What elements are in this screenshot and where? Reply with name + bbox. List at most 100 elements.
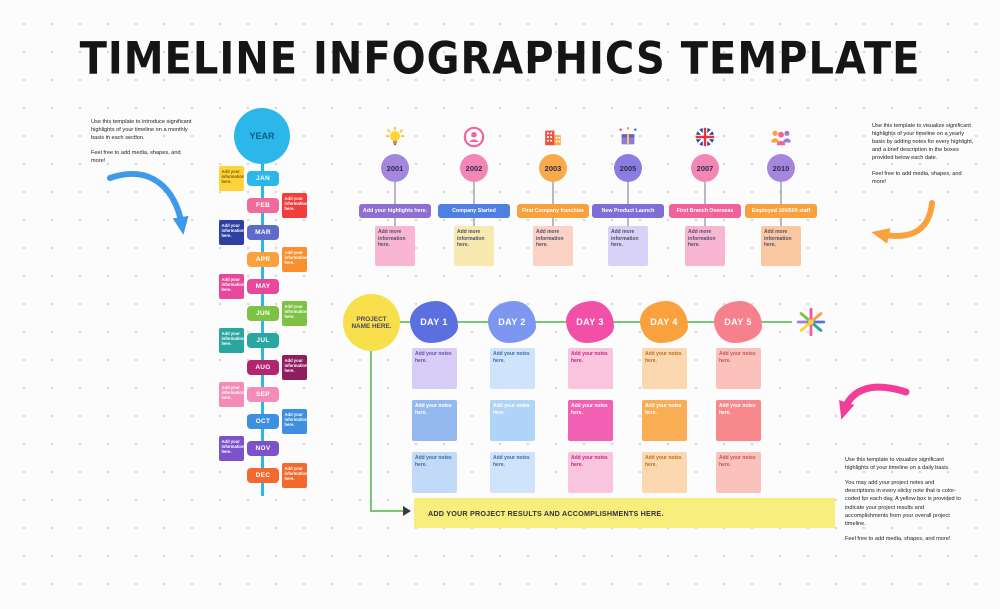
day-note[interactable]: Add your notes here. bbox=[490, 452, 535, 493]
connector-line bbox=[473, 218, 475, 226]
month-sticky-note[interactable]: Add your information here. bbox=[282, 355, 307, 380]
team-icon[interactable] bbox=[770, 126, 792, 148]
milestone-sticky-note[interactable]: Add more information here. bbox=[608, 226, 648, 266]
month-row-sep: Add your information here. SEP bbox=[0, 382, 330, 413]
results-banner[interactable]: ADD YOUR PROJECT RESULTS AND ACCOMPLISHM… bbox=[414, 498, 835, 528]
month-label-mar[interactable]: MAR bbox=[247, 225, 279, 240]
day-note[interactable]: Add your notes here. bbox=[490, 400, 535, 441]
year-circle[interactable]: YEAR bbox=[234, 108, 290, 164]
milestone-sticky-note[interactable]: Add more information here. bbox=[761, 226, 801, 266]
orange-arrow bbox=[871, 200, 935, 244]
connector-line bbox=[394, 182, 396, 204]
day-note[interactable]: Add your notes here. bbox=[642, 400, 687, 441]
day-1-label[interactable]: DAY 1 bbox=[410, 301, 458, 343]
month-label-jan[interactable]: JAN bbox=[247, 171, 279, 186]
month-label-feb[interactable]: FEB bbox=[247, 198, 279, 213]
milestone-2002: 2002 Company Started Add more informatio… bbox=[437, 126, 511, 268]
project-name-circle[interactable]: PROJECT NAME HERE. bbox=[343, 294, 400, 351]
month-sticky-note[interactable]: Add your information here. bbox=[219, 220, 244, 245]
monthly-help-text[interactable]: Use this template to introduce significa… bbox=[91, 118, 193, 173]
milestone-sticky-note[interactable]: Add more information here. bbox=[685, 226, 725, 266]
day-note[interactable]: Add your notes here. bbox=[412, 348, 457, 389]
product-launch-icon[interactable] bbox=[617, 126, 639, 148]
day-2-label[interactable]: DAY 2 bbox=[488, 301, 536, 343]
day-3-label[interactable]: DAY 3 bbox=[566, 301, 614, 343]
month-sticky-note[interactable]: Add your information here. bbox=[219, 274, 244, 299]
milestone-year[interactable]: 2007 bbox=[691, 154, 719, 182]
milestone-2010: 2010 Employed 100/500 staff Add more inf… bbox=[744, 126, 818, 268]
month-row-dec: Add your information here. DEC bbox=[0, 463, 330, 494]
firework-icon[interactable] bbox=[794, 305, 828, 339]
month-row-aug: Add your information here. AUG bbox=[0, 355, 330, 386]
daily-help-text[interactable]: Use this template to visualize significa… bbox=[845, 456, 965, 550]
daily-help-p3: Feel free to add media, shapes, and more… bbox=[845, 535, 951, 542]
day-note[interactable]: Add your notes here. bbox=[412, 452, 457, 493]
month-row-jul: Add your information here. JUL bbox=[0, 328, 330, 359]
milestone-label[interactable]: First Company franchise bbox=[517, 204, 589, 218]
uk-flag-icon[interactable] bbox=[694, 126, 716, 148]
month-sticky-note[interactable]: Add your information here. bbox=[282, 301, 307, 326]
milestone-label[interactable]: Employed 100/500 staff bbox=[745, 204, 817, 218]
month-sticky-note[interactable]: Add your information here. bbox=[219, 436, 244, 461]
month-sticky-note[interactable]: Add your information here. bbox=[219, 328, 244, 353]
connector-line bbox=[704, 182, 706, 204]
yearly-help-p2: Feel free to add media, shapes, and more… bbox=[872, 170, 962, 185]
month-row-nov: Add your information here. NOV bbox=[0, 436, 330, 467]
milestone-label[interactable]: New Product Launch bbox=[592, 204, 664, 218]
milestone-sticky-note[interactable]: Add more information here. bbox=[375, 226, 415, 266]
month-label-nov[interactable]: NOV bbox=[247, 441, 279, 456]
day-note[interactable]: Add your notes here. bbox=[716, 348, 761, 389]
milestone-year[interactable]: 2005 bbox=[614, 154, 642, 182]
month-label-aug[interactable]: AUG bbox=[247, 360, 279, 375]
month-label-apr[interactable]: APR bbox=[247, 252, 279, 267]
month-sticky-note[interactable]: Add your information here. bbox=[282, 193, 307, 218]
month-label-dec[interactable]: DEC bbox=[247, 468, 279, 483]
day-note[interactable]: Add your notes here. bbox=[568, 452, 613, 493]
milestone-sticky-note[interactable]: Add more information here. bbox=[454, 226, 494, 266]
connector-line bbox=[552, 218, 554, 226]
milestone-year[interactable]: 2002 bbox=[460, 154, 488, 182]
monthly-timeline-line bbox=[261, 162, 264, 496]
yearly-help-text[interactable]: Use this template to visualize significa… bbox=[872, 122, 974, 193]
lightbulb-icon[interactable] bbox=[384, 126, 406, 148]
day-note[interactable]: Add your notes here. bbox=[490, 348, 535, 389]
day-4-label[interactable]: DAY 4 bbox=[640, 301, 688, 343]
pink-arrow bbox=[839, 383, 910, 420]
month-sticky-note[interactable]: Add your information here. bbox=[282, 409, 307, 434]
milestone-year[interactable]: 2010 bbox=[767, 154, 795, 182]
day-note[interactable]: Add your notes here. bbox=[568, 400, 613, 441]
day-note[interactable]: Add your notes here. bbox=[568, 348, 613, 389]
monthly-help-p1: Use this template to introduce significa… bbox=[91, 119, 192, 142]
day-note[interactable]: Add your notes here. bbox=[716, 400, 761, 441]
month-label-sep[interactable]: SEP bbox=[247, 387, 279, 402]
milestone-year[interactable]: 2001 bbox=[381, 154, 409, 182]
month-label-may[interactable]: MAY bbox=[247, 279, 279, 294]
month-label-jun[interactable]: JUN bbox=[247, 306, 279, 321]
milestone-sticky-note[interactable]: Add more information here. bbox=[533, 226, 573, 266]
connector-line bbox=[394, 218, 396, 226]
day-note[interactable]: Add your notes here. bbox=[716, 452, 761, 493]
yearly-help-p1: Use this template to visualize significa… bbox=[872, 123, 974, 162]
connector-line bbox=[780, 218, 782, 226]
day-note[interactable]: Add your notes here. bbox=[642, 452, 687, 493]
milestone-label[interactable]: Add your highlights here. bbox=[359, 204, 431, 218]
day-5-label[interactable]: DAY 5 bbox=[714, 301, 762, 343]
person-icon[interactable] bbox=[463, 126, 485, 148]
page-title[interactable]: TIMELINE INFOGRAPHICS TEMPLATE bbox=[79, 33, 921, 85]
building-icon[interactable] bbox=[542, 126, 564, 148]
month-row-may: Add your information here. MAY bbox=[0, 274, 330, 305]
day-note[interactable]: Add your notes here. bbox=[412, 400, 457, 441]
day-note[interactable]: Add your notes here. bbox=[642, 348, 687, 389]
month-label-jul[interactable]: JUL bbox=[247, 333, 279, 348]
month-sticky-note[interactable]: Add your information here. bbox=[282, 247, 307, 272]
month-sticky-note[interactable]: Add your information here. bbox=[219, 166, 244, 191]
daily-help-p2: You may add your project notes and descr… bbox=[845, 480, 961, 527]
milestone-label[interactable]: Company Started bbox=[438, 204, 510, 218]
milestone-year[interactable]: 2003 bbox=[539, 154, 567, 182]
milestone-label[interactable]: First Branch Overseas bbox=[669, 204, 741, 218]
month-row-oct: Add your information here. OCT bbox=[0, 409, 330, 440]
month-sticky-note[interactable]: Add your information here. bbox=[282, 463, 307, 488]
month-label-oct[interactable]: OCT bbox=[247, 414, 279, 429]
month-sticky-note[interactable]: Add your information here. bbox=[219, 382, 244, 407]
